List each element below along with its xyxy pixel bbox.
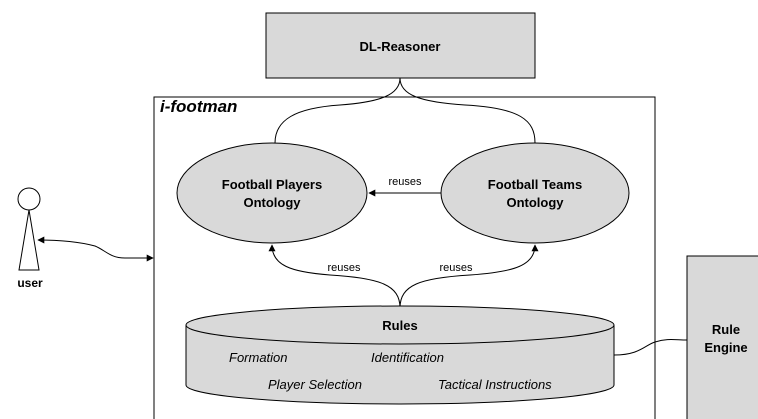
rules-players-edge-label: reuses: [327, 262, 361, 274]
user-body-icon: [18, 209, 40, 271]
rules-item-player-selection: Player Selection: [268, 377, 362, 392]
teams-reuses-players-edge: reuses: [368, 176, 441, 197]
reasoner-to-teams-connector: [399, 77, 536, 144]
dl-reasoner-label: DL-Reasoner: [360, 39, 441, 54]
rules-cylinder: Rules Formation Identification Player Se…: [185, 305, 615, 405]
user-system-arrow: [37, 236, 154, 262]
rules-item-tactical-instructions: Tactical Instructions: [438, 377, 552, 392]
teams-players-edge-label: reuses: [388, 176, 422, 188]
teams-ontology-line2: Ontology: [506, 195, 564, 210]
dl-reasoner-box: DL-Reasoner: [265, 12, 536, 79]
rules-title: Rules: [382, 318, 417, 333]
rules-to-teams-arrow: [399, 244, 539, 309]
football-teams-ontology: Football Teams Ontology: [440, 142, 630, 244]
user-head-icon: [17, 187, 41, 211]
players-ontology-line2: Ontology: [243, 195, 301, 210]
rules-item-formation: Formation: [229, 350, 288, 365]
rule-engine-box: Rule Engine: [686, 255, 758, 419]
user-actor: user: [17, 187, 43, 290]
rules-to-players-arrow: [268, 244, 401, 309]
rules-item-identification: Identification: [371, 350, 444, 365]
players-ontology-line1: Football Players: [222, 177, 322, 192]
rules-reuses-edges: reuses reuses: [268, 244, 539, 309]
teams-ontology-line1: Football Teams: [488, 177, 582, 192]
rule-engine-line2: Engine: [704, 340, 747, 355]
reasoner-to-players-connector: [274, 77, 401, 144]
rules-to-engine-connector: [613, 339, 688, 356]
rule-engine-line1: Rule: [712, 322, 740, 337]
i-footman-container: i-footman: [153, 96, 656, 419]
football-players-ontology: Football Players Ontology: [176, 142, 368, 244]
rules-teams-edge-label: reuses: [439, 262, 473, 274]
system-title: i-footman: [160, 97, 237, 116]
user-label: user: [17, 276, 43, 290]
